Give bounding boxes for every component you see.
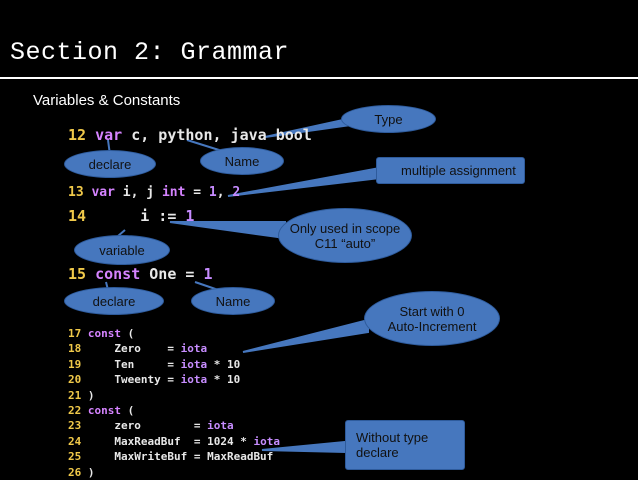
line-number: 24 [68,434,82,448]
code-text: ( [121,327,135,340]
callout-iota-line1: Start with 0 [399,303,465,319]
callout-without-type-line2: declare [356,445,399,460]
slide-subtitle: Variables & Constants [33,92,181,109]
line-number: 25 [68,450,82,464]
keyword: var [91,185,115,200]
keyword: const [87,327,121,340]
callout-name-text: Name [224,153,260,169]
number: 1 [203,265,213,283]
code-line: 22 const ( [68,403,280,418]
line-number: 17 [68,327,82,340]
line-number: 18 [68,342,82,356]
line-number: 12 [68,126,87,144]
code-text: i := [86,207,186,225]
code-text: ) [87,388,95,402]
code-line: 21 ) [68,388,280,403]
iota-keyword: iota [253,434,280,448]
keyword: int [161,185,186,200]
callout-multiple-text: multiple assignment [401,163,516,178]
code-text: , [216,185,233,200]
code-text: * 10 [207,357,241,371]
callout-name-const: Name [191,287,275,315]
number: 1 [208,185,217,200]
code-line-13: 13 var i, j int = 1, 2 [68,185,240,200]
code-text: i, j [114,185,162,200]
code-line: 25 MaxWriteBuf = MaxReadBuf [68,449,280,464]
keyword: var [95,126,123,144]
code-text: ) [87,465,95,479]
iota-keyword: iota [180,373,208,387]
number: 1 [185,207,195,225]
code-line: 20 Tweenty = iota * 10 [68,372,280,387]
callout-variable-text: variable [99,242,145,258]
code-line-15: 15 const One = 1 [68,265,213,283]
slide-title: Section 2: Grammar [10,38,290,67]
keyword: const [87,404,121,418]
callout-multiple-assignment: multiple assignment [376,157,525,184]
keyword: const [95,265,141,283]
callout-scope-line2: C11 “auto” [314,235,376,251]
line-number: 15 [68,265,87,283]
callout-declare-const: declare [64,287,164,315]
code-text: zero = [87,419,208,433]
callout-without-type-line1: Without type [356,430,429,445]
iota-keyword: iota [180,357,208,371]
callout-declare-const-text: declare [92,293,136,309]
callout-declare: declare [64,150,156,178]
code-text: MaxReadBuf = 1024 * [87,434,254,448]
line-number: 26 [68,465,82,479]
iota-keyword: iota [180,342,208,356]
code-text: MaxWriteBuf = MaxReadBuf [87,450,274,464]
line-number: 19 [68,357,82,371]
line-number: 14 [68,207,87,225]
number: 2 [232,185,241,200]
title-divider [0,77,638,79]
code-text: One = [140,265,204,283]
code-text: * 10 [207,373,241,387]
code-line: 24 MaxReadBuf = 1024 * iota [68,434,280,449]
code-text: Zero = [87,342,181,356]
line-number: 21 [68,388,82,402]
callout-declare-text: declare [88,156,132,172]
code-text: ( [121,404,135,418]
code-line: 19 Ten = iota * 10 [68,357,280,372]
code-line: 23 zero = iota [68,418,280,433]
callout-iota-line2: Auto-Increment [387,318,477,334]
callout-type-text: Type [374,111,403,127]
line-number: 22 [68,404,82,418]
code-text: Tweenty = [87,373,181,387]
callout-type: Type [341,105,436,133]
callout-variable: variable [74,235,170,265]
code-text: Ten = [87,357,181,371]
code-line: 26 ) [68,465,280,480]
code-text: c, python, java bool [122,126,312,144]
code-text: = [185,185,209,200]
code-line: 18 Zero = iota [68,341,280,356]
line-number: 20 [68,373,82,387]
iota-keyword: iota [207,419,234,433]
line-number: 23 [68,419,82,433]
line-number: 13 [68,185,84,200]
code-line-12: 12 var c, python, java bool [68,126,312,144]
code-line: 17 const ( [68,326,280,341]
callout-scope-line1: Only used in scope [289,220,401,236]
callout-name-const-text: Name [215,293,251,309]
callout-name: Name [200,147,284,175]
code-line-14: 14 i := 1 [68,207,194,225]
